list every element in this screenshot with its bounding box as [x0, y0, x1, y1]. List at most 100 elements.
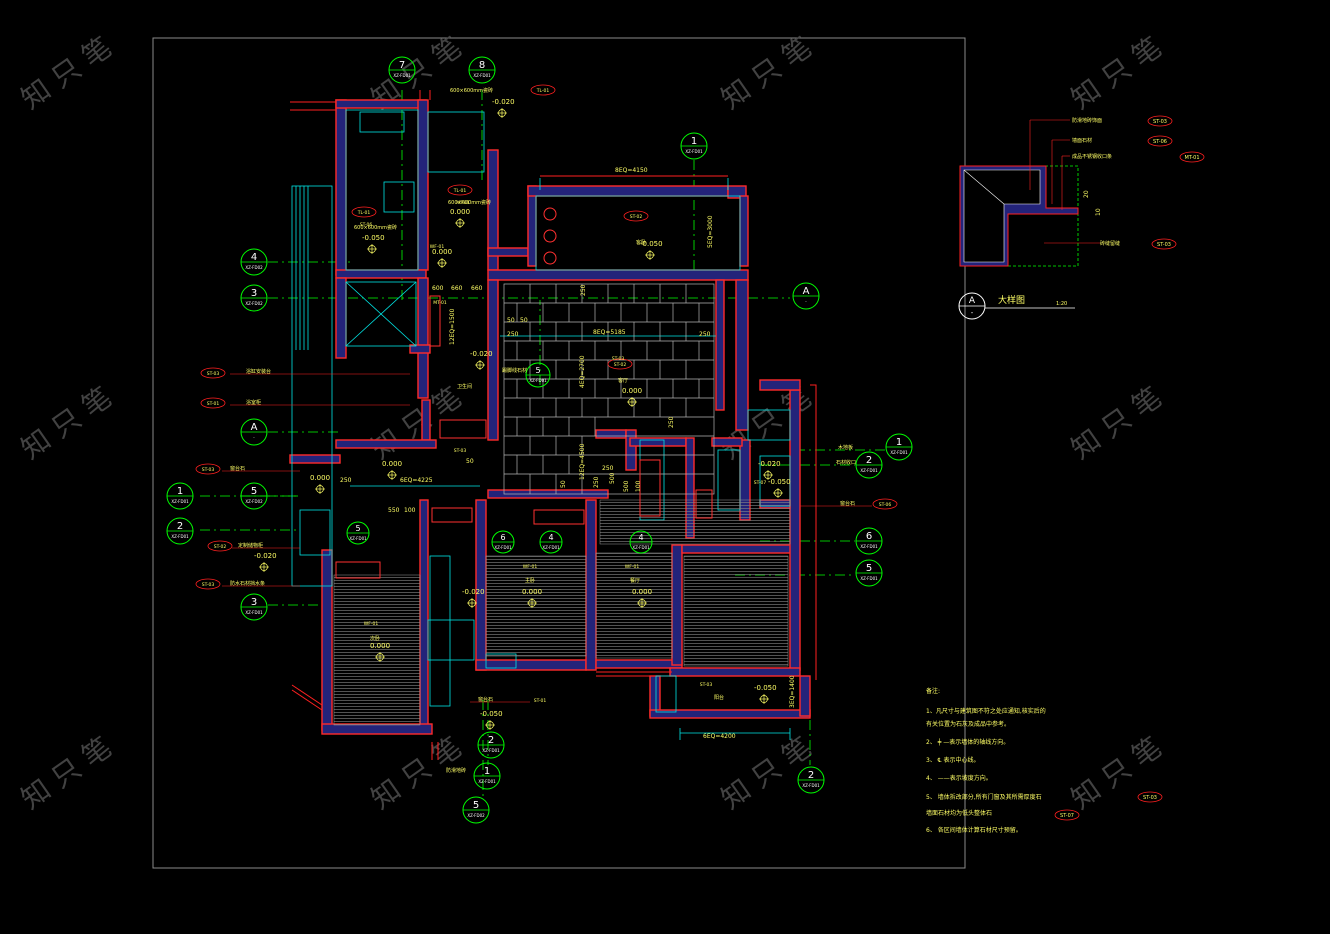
axis-sheet-ref: XZ-FD01 — [349, 536, 367, 541]
detail-label: 墙面石材 — [1072, 137, 1092, 144]
watermark: 知 只 笔 — [15, 380, 117, 465]
axis-number: 1 — [177, 486, 183, 497]
axis-bubble: 6XZ-FD01 — [855, 527, 883, 555]
leader-label: 浴缸安装台 — [246, 368, 271, 375]
axis-sheet-ref: - — [805, 299, 807, 304]
tile-note: 600×600mm瓷砖 — [354, 224, 397, 231]
axis-bubble: 8XZ-FD01 — [468, 56, 496, 84]
dim-label: 500 — [623, 480, 630, 492]
svg-text:TL-01: TL-01 — [536, 88, 550, 94]
axis-number: 6 — [500, 533, 505, 542]
axis-bubble: 3XZ-FD02 — [240, 284, 268, 312]
axis-bubble: 7XZ-FD01 — [388, 56, 416, 84]
axis-number: 4 — [638, 533, 643, 542]
level-mark: -0.050 — [768, 478, 791, 498]
material-tag: ST-03 — [454, 448, 467, 454]
material-tag: ST-03 — [700, 682, 713, 688]
axis-bubble: 1XZ-FD01 — [680, 132, 708, 160]
axis-bubble: 1XZ-FD01 — [166, 482, 194, 510]
dim-label: 250 — [699, 331, 711, 338]
floor-hatch — [333, 499, 791, 726]
material-tag: ST-06 — [872, 498, 898, 510]
axis-bubble: 5XZ-FD01 — [525, 362, 551, 388]
level-mark: -0.050 — [362, 234, 385, 254]
detail-dim: 20 — [1083, 190, 1090, 198]
watermark: 知 只 笔 — [1065, 730, 1167, 815]
leader-label: 浴室柜 — [246, 399, 261, 406]
note-item: 6、 各区间墙体计算石材尺寸预留。 — [926, 826, 1022, 834]
svg-text:ST-03: ST-03 — [612, 356, 625, 362]
level-mark: 0.000 — [622, 387, 642, 407]
axis-bubble: 2XZ-FD01 — [855, 451, 883, 479]
room-label: 主卧 — [525, 577, 535, 584]
svg-text:-0.020: -0.020 — [492, 98, 515, 106]
level-mark: -0.050 — [640, 240, 663, 260]
notes-block: 备注: 1、凡尺寸与建筑图不符之处应通知,核实后的 有关位置为石灰及成品中参考。… — [926, 687, 1163, 834]
dim-label: 100 — [404, 507, 416, 514]
axis-bubble: 5XZ-FD01 — [855, 559, 883, 587]
level-mark: -0.020 — [758, 460, 781, 480]
sheet-frame — [152, 37, 966, 869]
axis-bubble: 6XZ-FD01 — [491, 530, 515, 554]
dim-label: 660 — [451, 285, 463, 292]
detail-scale: 1:20 — [1056, 301, 1067, 307]
svg-text:-0.020: -0.020 — [254, 552, 277, 560]
tile-note: 600×600mm瓷砖 — [450, 87, 493, 94]
material-tag: TL-01 — [351, 206, 377, 218]
room-labels: 客厅 餐厅 主卧 次卧 客卧 卫生间 阳台 — [370, 239, 724, 701]
leader-label: 石材收口 — [836, 459, 856, 466]
axis-sheet-ref: XZ-FD01 — [860, 576, 878, 581]
svg-text:ST-02: ST-02 — [630, 214, 643, 220]
axis-sheet-ref: XZ-FD01 — [860, 468, 878, 473]
svg-text:-0.050: -0.050 — [768, 478, 791, 486]
svg-text:TL-01: TL-01 — [357, 210, 371, 216]
room-label: 卫生间 — [457, 383, 472, 390]
dim-label: 50 — [466, 458, 474, 465]
material-tag: ST-02 — [623, 210, 649, 222]
level-mark: 0.000 — [370, 642, 390, 662]
watermark: 知 只 笔 — [15, 730, 117, 815]
detail-symbol-sub: - — [971, 309, 974, 317]
detail-title: 大样图 — [998, 294, 1025, 306]
axis-sheet-ref: XZ-FD02 — [245, 499, 263, 504]
dim-label: 4EQ=2700 — [579, 355, 586, 388]
room-label: 阳台 — [714, 694, 724, 701]
svg-text:TL-01: TL-01 — [453, 188, 467, 194]
dim-label: 50 — [520, 317, 528, 324]
level-mark: -0.050 — [480, 710, 503, 730]
axis-bubble: 4XZ-FD01 — [539, 530, 563, 554]
note-tag: ST-07 — [1060, 813, 1074, 819]
material-tag: TL-01 — [447, 184, 473, 196]
svg-text:MT-01: MT-01 — [433, 300, 447, 306]
material-tag: ST-03 — [195, 463, 221, 475]
axis-sheet-ref: XZ-FD02 — [245, 301, 263, 306]
dim-label: 250 — [580, 284, 587, 296]
axis-sheet-ref: XZ-FD01 — [685, 149, 703, 154]
axis-sheet-ref: XZ-FD01 — [802, 783, 820, 788]
axis-sheet-ref: XZ-FD01 — [393, 73, 411, 78]
axis-bubble: 2XZ-FD01 — [797, 766, 825, 794]
axis-sheet-ref: XZ-FD01 — [171, 499, 189, 504]
watermark: 知 只 笔 — [1065, 30, 1167, 115]
axis-sheet-ref: XZ-FD01 — [542, 545, 560, 550]
axis-sheet-ref: - — [253, 435, 255, 440]
level-mark: 0.000 — [432, 248, 452, 268]
svg-text:0.000: 0.000 — [382, 460, 402, 468]
level-mark: -0.050 — [754, 684, 777, 704]
watermark: 知 只 笔 — [715, 730, 817, 815]
axis-sheet-ref: XZ-FD02 — [245, 265, 263, 270]
dim-label: 250 — [507, 331, 519, 338]
leader-labels: 浴缸安装台 浴室柜 窗台石 防水石材挡水条 定制储物柜 窗台石 窗台石 踢脚线石… — [222, 367, 872, 774]
axis-number: 1 — [691, 136, 697, 147]
note-item: 墙面石材均为低头整体石 — [926, 809, 992, 817]
axis-bubble: 3XZ-FD01 — [240, 593, 268, 621]
tile-grid — [503, 283, 715, 495]
dim-label: 6EQ=4200 — [703, 733, 736, 740]
svg-text:ST-01: ST-01 — [534, 698, 547, 704]
axis-number: 2 — [866, 455, 872, 466]
axis-number: 5 — [251, 486, 257, 497]
axis-bubbles: 7XZ-FD018XZ-FD011XZ-FD014XZ-FD023XZ-FD02… — [166, 56, 913, 824]
axis-number: 3 — [251, 597, 257, 608]
